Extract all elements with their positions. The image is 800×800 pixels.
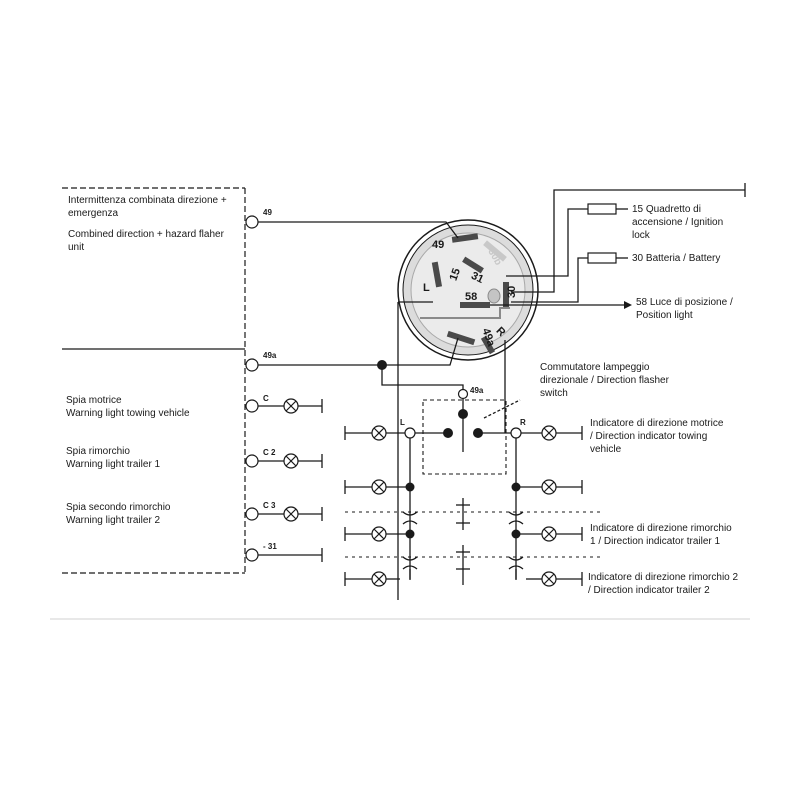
terminal-l: L [400, 418, 416, 439]
indicator-motrice-1: Indicatore di direzione motrice [590, 418, 724, 429]
flasher-switch-box: 49a [410, 386, 521, 475]
indicator-lamp-r-3 [511, 526, 583, 542]
ignition-label-3: lock [632, 230, 651, 241]
indicator-trailer2-1: Indicatore di direzione rimorchio 2 [588, 572, 739, 583]
terminal-r: R [510, 418, 526, 439]
indicator-trailer2-2: / Direction indicator trailer 2 [588, 585, 710, 596]
svg-text:49: 49 [263, 208, 272, 217]
flasher-switch-label-1: Commutatore lampeggio [540, 362, 650, 373]
warning-lamp-secondo [258, 506, 323, 522]
indicator-lamp-l-1 [344, 425, 405, 441]
ignition-label-2: accensione / Ignition [632, 217, 723, 228]
svg-text:- 31: - 31 [263, 542, 277, 551]
warning-motrice-it: Spia motrice [66, 395, 122, 406]
unit-title-en-2: unit [68, 242, 84, 253]
switch-label-49: 49 [432, 239, 444, 251]
terminal-49: 49 [245, 208, 272, 229]
indicator-lamp-l-3 [344, 526, 415, 542]
position-label-2: Position light [636, 310, 693, 321]
indicator-lamp-r-2 [511, 479, 583, 495]
svg-text:C 3: C 3 [263, 501, 276, 510]
indicator-trailer1-2: 1 / Direction indicator trailer 1 [590, 536, 720, 547]
unit-title-it-2: emergenza [68, 208, 118, 219]
switch-label-58: 58 [465, 291, 477, 303]
svg-text:R: R [520, 418, 526, 427]
switch-label-31: 31 [469, 270, 485, 286]
warning-secondo-en: Warning light trailer 2 [66, 515, 161, 526]
position-label-1: 58 Luce di posizione / [636, 297, 733, 308]
svg-text:C 2: C 2 [263, 448, 276, 457]
indicator-motrice-2: / Direction indicator towing [590, 431, 707, 442]
ground-31 [258, 548, 323, 562]
terminal-49a: 49a [245, 351, 277, 372]
unit-title-en-1: Combined direction + hazard flaher [68, 229, 225, 240]
battery-label: 30 Batteria / Battery [632, 253, 720, 264]
warning-lamp-rimorchio [258, 453, 323, 469]
terminal-c2: C 2 [245, 448, 276, 468]
indicator-trailer1-1: Indicatore di direzione rimorchio [590, 523, 732, 534]
unit-title-it-1: Intermittenza combinata direzione + [68, 195, 227, 206]
trailer-connectors [345, 498, 600, 585]
warning-rimorchio-it: Spia rimorchio [66, 446, 130, 457]
flasher-switch-label-2: direzionale / Direction flasher [540, 375, 670, 386]
terminal-31: - 31 [245, 542, 277, 562]
ignition-switch: 49 15 31 30 30b L 58 49a R [397, 219, 539, 361]
warning-motrice-en: Warning light towing vehicle [66, 408, 190, 419]
fuse-ignition [587, 203, 617, 215]
ignition-label-1: 15 Quadretto di [632, 204, 701, 215]
indicator-lamp-r-1 [521, 425, 583, 441]
terminal-c: C [245, 394, 269, 413]
indicator-lamp-l-4 [344, 571, 400, 587]
switch-label-l: L [423, 282, 430, 294]
svg-text:49a: 49a [263, 351, 277, 360]
svg-text:49a: 49a [470, 386, 484, 395]
indicator-lamp-l-2 [344, 479, 415, 495]
indicator-motrice-3: vehicle [590, 444, 622, 455]
svg-text:L: L [400, 418, 405, 427]
fuse-battery [587, 252, 617, 264]
warning-secondo-it: Spia secondo rimorchio [66, 502, 171, 513]
warning-rimorchio-en: Warning light trailer 1 [66, 459, 161, 470]
terminal-c3: C 3 [245, 501, 276, 521]
flasher-unit-box [62, 187, 246, 574]
warning-lamp-motrice [258, 398, 323, 414]
indicator-lamp-r-4 [526, 571, 583, 587]
switch-label-15: 15 [448, 267, 463, 283]
svg-text:C: C [263, 394, 269, 403]
flasher-switch-label-3: switch [540, 388, 568, 399]
